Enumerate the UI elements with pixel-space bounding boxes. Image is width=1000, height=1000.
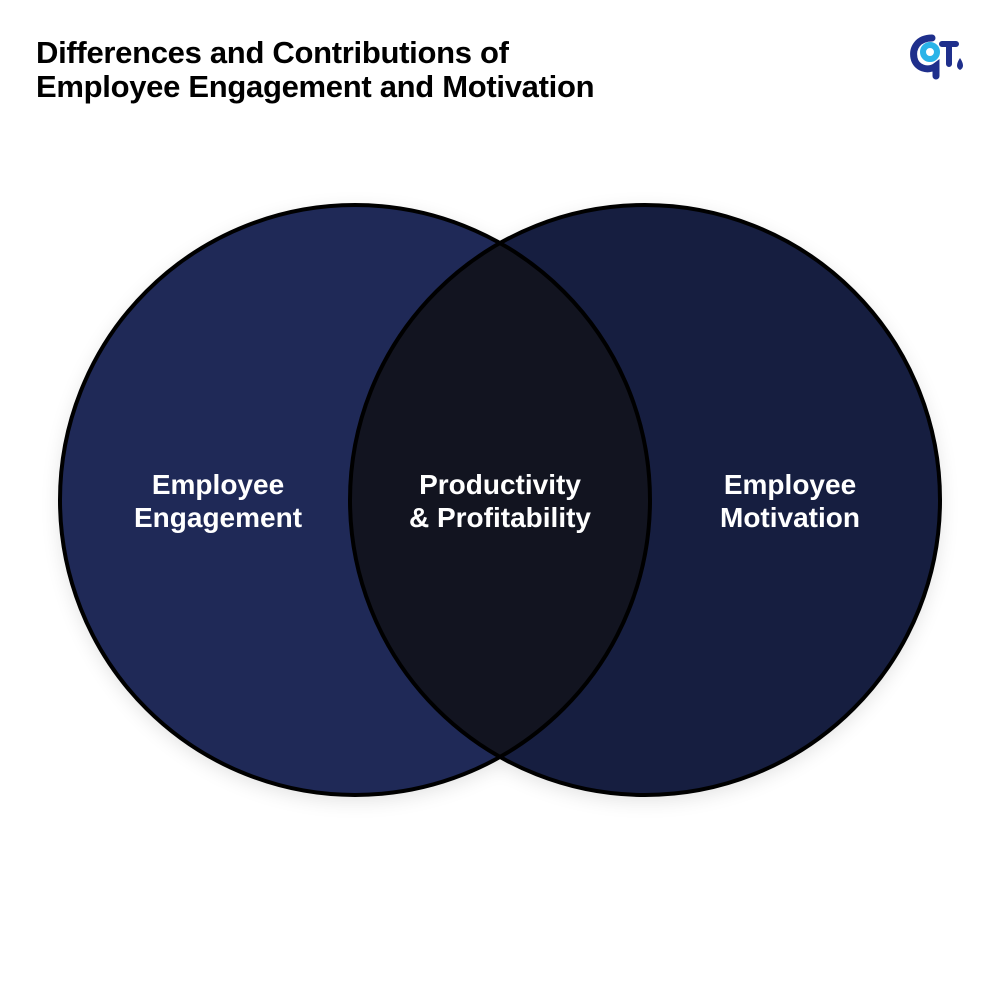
title-line-1: Differences and Contributions of	[36, 35, 509, 70]
intersection-label-line-2: & Profitability	[408, 502, 591, 533]
title-line-2: Employee Engagement and Motivation	[36, 69, 595, 104]
intersection-label-line-1: Productivity	[419, 469, 581, 500]
engagement-label-line-1: Employee	[151, 469, 285, 500]
intersection-label: Productivity & Profitability	[370, 468, 630, 534]
intersection-area	[350, 205, 650, 795]
motivation-label-line-1: Employee	[723, 469, 857, 500]
engagement-circle-outline	[58, 203, 652, 797]
brand-logo-icon	[910, 34, 963, 80]
page-title: Differences and Contributions of Employe…	[36, 36, 796, 104]
engagement-label: Employee Engagement	[98, 468, 338, 534]
motivation-label-line-2: Motivation	[720, 502, 860, 533]
motivation-circle-outline	[348, 203, 942, 797]
engagement-label-line-2: Engagement	[133, 502, 303, 533]
motivation-label: Employee Motivation	[670, 468, 910, 534]
